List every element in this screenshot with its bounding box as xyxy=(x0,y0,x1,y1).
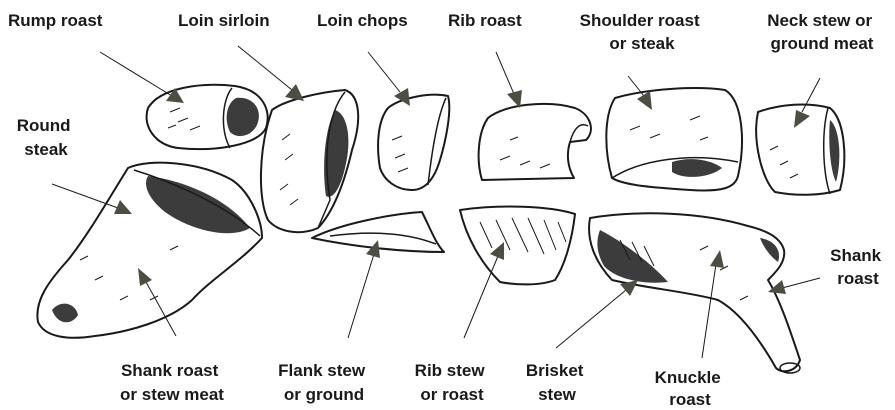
label-round-steak-line1: Round xyxy=(17,116,71,135)
label-neck-stew-line1: Neck stew or xyxy=(767,11,872,30)
label-shank-roast-stew: Shank roast or stew meat xyxy=(120,361,224,404)
label-shoulder-roast-line2: or steak xyxy=(609,34,675,53)
knuckle-roast-cut xyxy=(589,213,800,373)
shoulder-roast-cut xyxy=(606,88,742,190)
label-brisket-stew-line1: Brisket xyxy=(526,361,584,380)
label-round-steak-line2: steak xyxy=(24,140,68,159)
rib-stew-cut xyxy=(460,207,575,285)
label-neck-stew: Neck stew or ground meat xyxy=(767,11,877,53)
label-rib-stew-line1: Rib stew xyxy=(415,361,486,380)
label-flank-stew-line2: or ground xyxy=(284,385,364,404)
loin-chops-cut xyxy=(378,95,449,190)
label-rib-stew-line2: or roast xyxy=(420,385,484,404)
label-brisket-stew: Brisket stew xyxy=(526,361,588,404)
label-rib-roast: Rib roast xyxy=(448,11,522,30)
label-flank-stew: Flank stew or ground xyxy=(278,361,370,404)
label-shank-roast-right-line2: roast xyxy=(837,269,879,288)
rib-roast-cut xyxy=(479,104,591,180)
label-neck-stew-line2: ground meat xyxy=(771,34,874,53)
rump-roast-cut xyxy=(147,85,268,149)
label-shoulder-roast: Shoulder roast or steak xyxy=(580,11,705,53)
label-shank-roast-stew-line2: or stew meat xyxy=(120,385,224,404)
label-knuckle-roast-line1: Knuckle xyxy=(655,368,721,387)
label-shank-roast-stew-line1: Shank roast xyxy=(121,361,219,380)
label-shank-roast-right: Shank roast xyxy=(830,246,886,288)
round-steak-cut xyxy=(37,163,262,338)
label-knuckle-roast-line2: roast xyxy=(669,390,711,409)
label-shoulder-roast-line1: Shoulder roast xyxy=(580,11,700,30)
label-loin-chops: Loin chops xyxy=(317,11,408,30)
label-round-steak: Round steak xyxy=(17,116,76,159)
label-shank-roast-right-line1: Shank xyxy=(830,246,882,265)
label-flank-stew-line1: Flank stew xyxy=(278,361,366,380)
label-loin-sirloin: Loin sirloin xyxy=(178,11,270,30)
label-knuckle-roast: Knuckle roast xyxy=(655,368,726,409)
label-rib-stew: Rib stew or roast xyxy=(415,361,490,404)
label-rump-roast: Rump roast xyxy=(8,11,103,30)
label-brisket-stew-line2: stew xyxy=(538,385,577,404)
loin-sirloin-cut xyxy=(261,90,358,232)
